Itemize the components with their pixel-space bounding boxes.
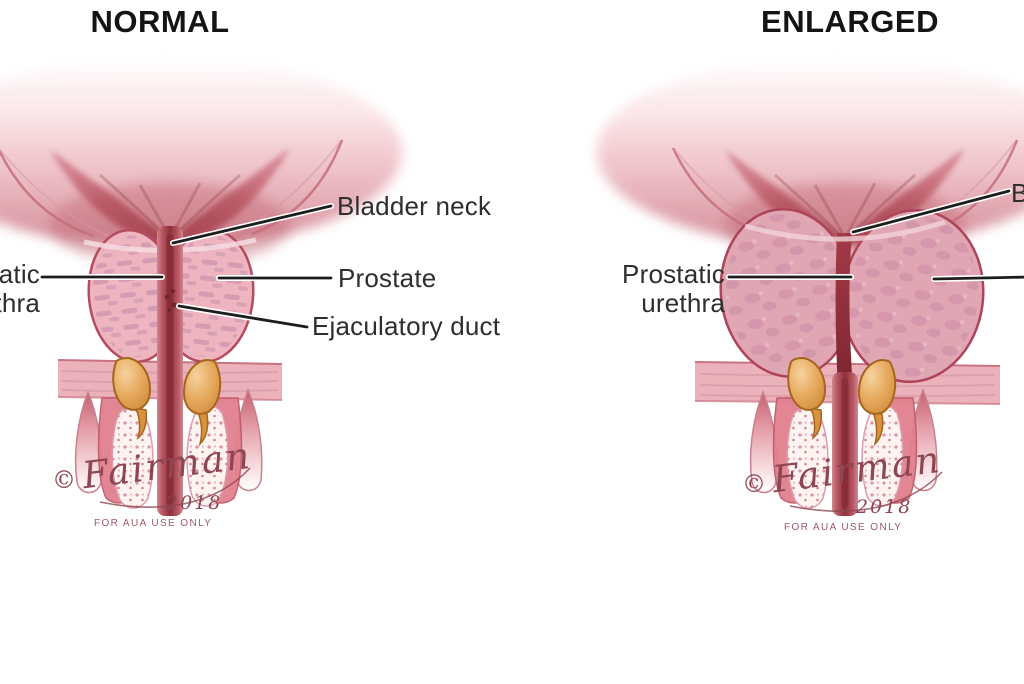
label-prostate: Prostate (338, 263, 437, 293)
usage-notice: FOR AUA USE ONLY (784, 522, 903, 533)
signature-flourish (99, 467, 251, 508)
copyright-symbol: © (742, 470, 766, 498)
signature-flourish (789, 471, 943, 512)
illustration-normal (0, 56, 402, 516)
title-normal: NORMAL (90, 4, 230, 39)
signature-year: 2018 (166, 492, 223, 514)
ejaculatory-duct-openings (164, 289, 177, 312)
label-bladder-neck-right-clipped: Bladder neck (1011, 178, 1024, 208)
copyright-symbol: © (52, 466, 76, 494)
usage-notice: FOR AUA USE ONLY (94, 518, 213, 529)
label-ejaculatory-duct: Ejaculatory duct (312, 311, 501, 341)
urethra-lower (832, 372, 858, 516)
signature-year: 2018 (856, 496, 913, 518)
label-bladder-neck: Bladder neck (337, 191, 492, 221)
title-enlarged: ENLARGED (761, 4, 939, 39)
compressed-prostatic-urethra (835, 233, 853, 390)
artist-signature: © Fairman 2018 FOR AUA USE ONLY (742, 438, 952, 542)
urethra-normal (157, 226, 183, 516)
prostate-enlarged (719, 207, 985, 390)
label-prostatic-urethra-right: Prostatic urethra (622, 259, 725, 318)
leader-lines (39, 188, 1024, 330)
artist-signature: © Fairman 2018 FOR AUA USE ONLY (52, 434, 262, 538)
bladder-collar-highlight (744, 219, 946, 242)
label-prostatic-urethra-left-clipped: Prostatic urethra (0, 259, 40, 318)
illustration-enlarged (597, 56, 1024, 516)
